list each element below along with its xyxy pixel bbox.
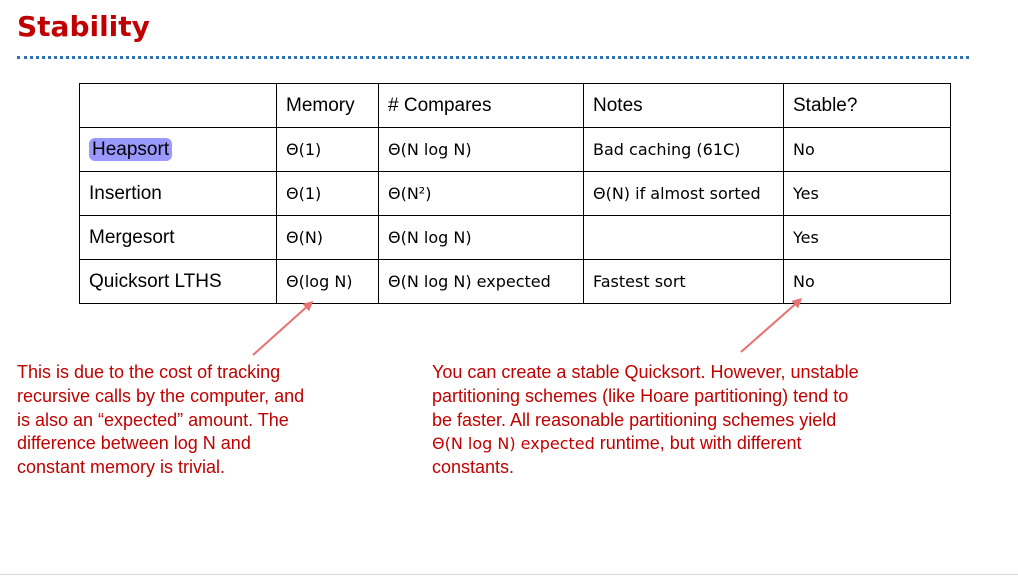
table-row-insertion: Insertion Θ(1) Θ(N²) Θ(N) if almost sort…: [79, 171, 951, 216]
cell-algorithm: Quicksort LTHS: [79, 259, 277, 304]
cell-memory: Θ(log N): [276, 259, 379, 304]
header-cell-compares: # Compares: [378, 83, 584, 128]
header-cell-empty: [79, 83, 277, 128]
cell-compares: Θ(N²): [378, 171, 584, 216]
table-header-row: Memory # Compares Notes Stable?: [79, 83, 951, 128]
cell-algorithm: Mergesort: [79, 215, 277, 260]
cell-stable: Yes: [783, 171, 951, 216]
cell-memory: Θ(N): [276, 215, 379, 260]
header-cell-memory: Memory: [276, 83, 379, 128]
title-divider: [17, 56, 969, 59]
table-row-heapsort: Heapsort Θ(1) Θ(N log N) Bad caching (61…: [79, 127, 951, 172]
highlighted-algorithm-name: Heapsort: [89, 137, 173, 161]
cell-stable: Yes: [783, 215, 951, 260]
cell-notes: Θ(N) if almost sorted: [583, 171, 784, 216]
memory-explanation-note: This is due to the cost of tracking recu…: [17, 362, 305, 478]
cell-algorithm: Insertion: [79, 171, 277, 216]
slide-title: Stability: [17, 10, 150, 43]
cell-notes: [583, 215, 784, 260]
cell-memory: Θ(1): [276, 127, 379, 172]
slide-bottom-border: [0, 574, 1018, 575]
cell-notes: Fastest sort: [583, 259, 784, 304]
cell-algorithm: Heapsort: [79, 127, 277, 172]
cell-memory: Θ(1): [276, 171, 379, 216]
cell-stable: No: [783, 259, 951, 304]
sort-comparison-table: Memory # Compares Notes Stable? Heapsort…: [79, 83, 951, 304]
cell-notes: Bad caching (61C): [583, 127, 784, 172]
quicksort-stability-note: You can create a stable Quicksort. Howev…: [432, 361, 872, 480]
cell-compares: Θ(N log N): [378, 127, 584, 172]
table-row-quicksort: Quicksort LTHS Θ(log N) Θ(N log N) expec…: [79, 259, 951, 304]
header-cell-notes: Notes: [583, 83, 784, 128]
stable-callout-arrow: [740, 298, 803, 353]
cell-compares: Θ(N log N) expected: [378, 259, 584, 304]
cell-stable: No: [783, 127, 951, 172]
header-cell-stable: Stable?: [783, 83, 951, 128]
memory-callout-arrow: [252, 300, 314, 356]
note-text-part: runtime, but with different constants.: [432, 433, 802, 478]
cell-compares: Θ(N log N): [378, 215, 584, 260]
table-row-mergesort: Mergesort Θ(N) Θ(N log N) Yes: [79, 215, 951, 260]
note-theta-expression: Θ(N log N) expected: [432, 434, 595, 454]
note-text-part: You can create a stable Quicksort. Howev…: [432, 362, 859, 430]
